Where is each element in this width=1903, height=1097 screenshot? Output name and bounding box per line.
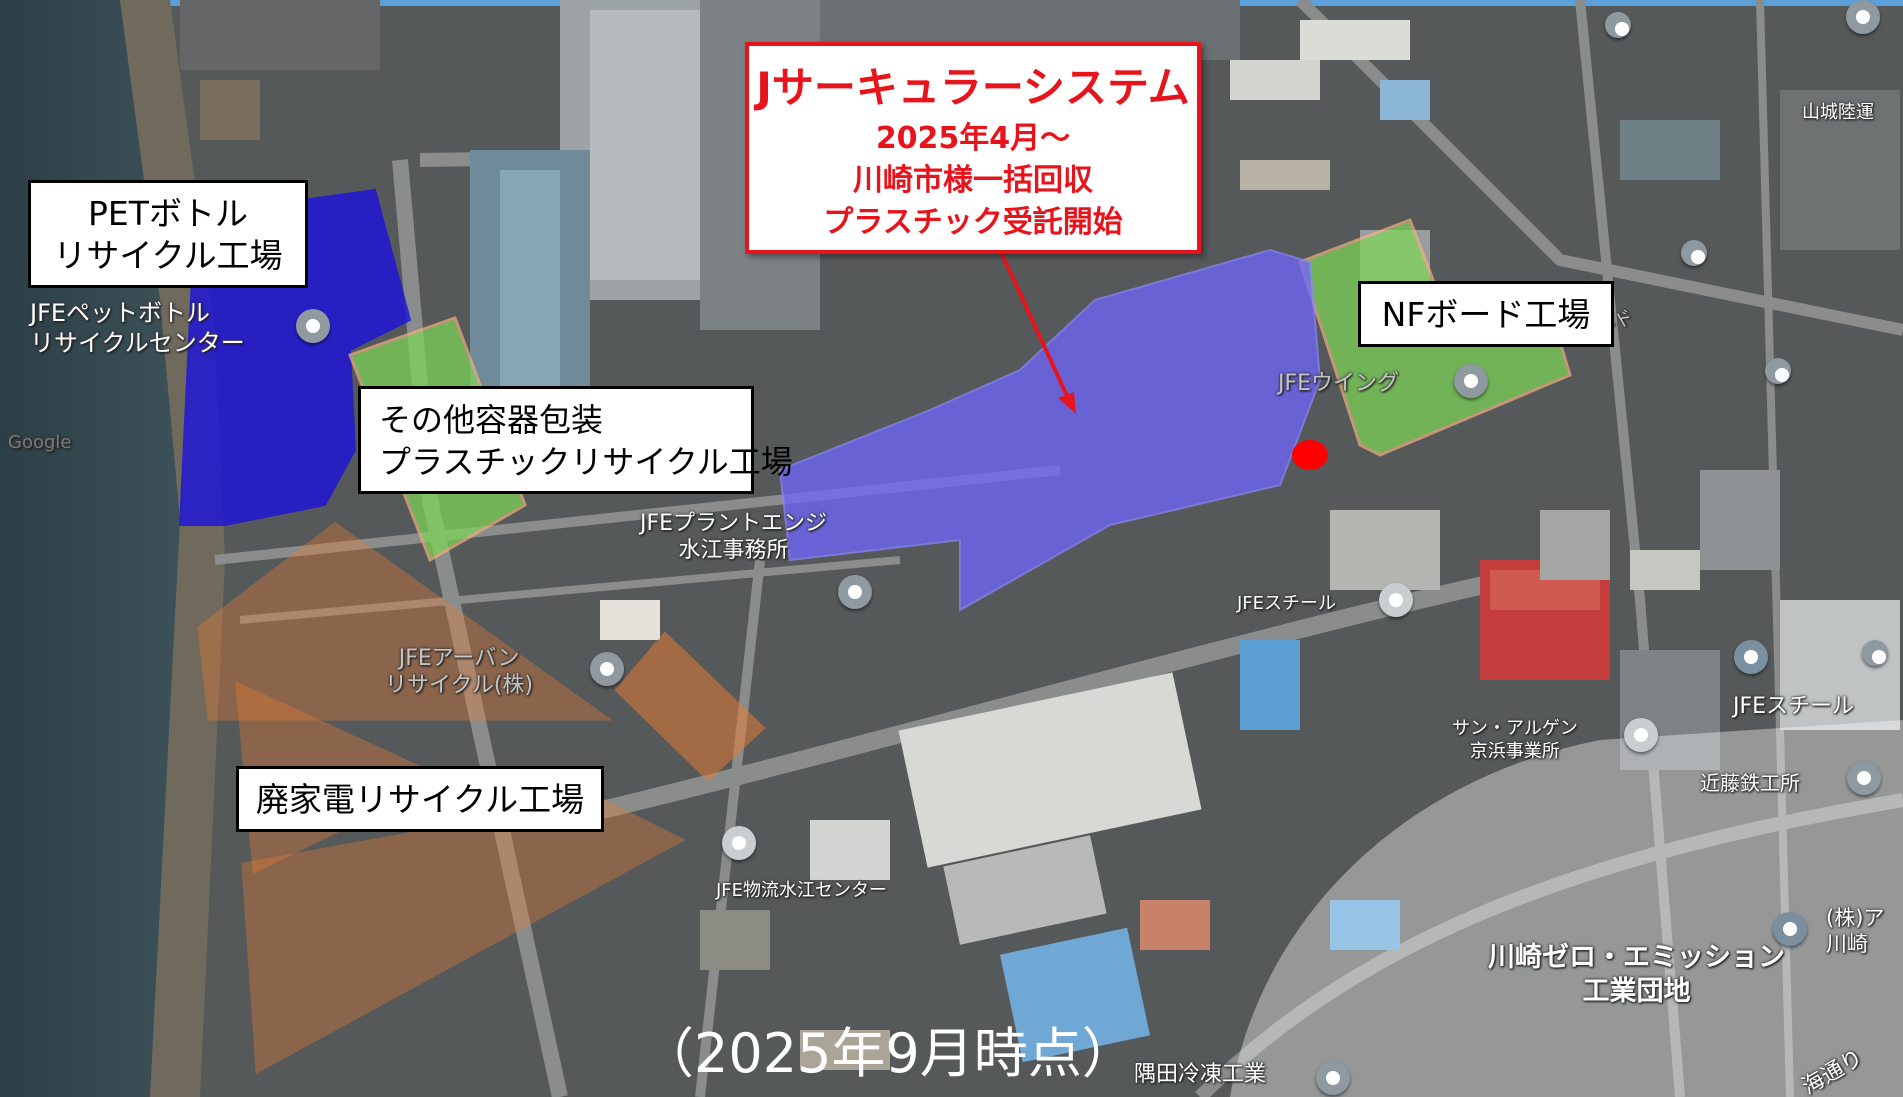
label-jfe-pet-line1: JFEペットボトル <box>30 299 211 327</box>
other-packaging-callout: その他容器包装 プラスチックリサイクル工場 <box>358 386 793 494</box>
label-jfe-logistics-text: JFE物流水江センター <box>716 880 888 901</box>
label-sun-arugen-line2: 京浜事業所 <box>1469 741 1560 762</box>
label-jfe-urban-line1: JFEアーバン <box>398 646 520 671</box>
headline-callout: Jサーキュラーシステム 2025年4月～ 川崎市様一括回収 プラスチック受託開始 <box>745 42 1201 254</box>
map-pin-icon[interactable] <box>1454 364 1488 398</box>
label-yamashiro-text: 山城陸運 <box>1802 102 1874 123</box>
label-kabu-line1: (株)ア <box>1826 906 1885 930</box>
zero-emission-area-overlay <box>1230 720 1903 1097</box>
google-watermark-text: Google <box>8 432 72 453</box>
headline-start: プラスチック受託開始 <box>823 205 1123 240</box>
map-pin-icon[interactable] <box>1316 1061 1350 1095</box>
nf-board-callout: NFボード工場 <box>1358 281 1614 347</box>
appliance-callout-line1: 廃家電リサイクル工場 <box>255 780 585 819</box>
map-pin-icon[interactable] <box>722 826 756 860</box>
as-of-caption: （2025年9月時点） <box>640 1022 1136 1085</box>
label-jfe-logistics: JFE物流水江センター <box>716 880 887 902</box>
label-kondo-text: 近藤鉄工所 <box>1700 771 1800 795</box>
label-zero-emission: 川崎ゼロ・エミッション 工業団地 <box>1488 941 1785 1009</box>
label-sun-arugen: サン・アルゲン 京浜事業所 <box>1452 717 1578 763</box>
headline-title: Jサーキュラーシステム <box>756 63 1190 112</box>
label-kabu-line2: 川崎 <box>1826 932 1868 956</box>
label-jfe-steel: JFEスチール <box>1237 593 1336 615</box>
pet-bottle-callout: PETボトル リサイクル工場 <box>28 180 308 288</box>
label-jfe-pet: JFEペットボトル リサイクルセンター <box>30 298 245 358</box>
label-jfe-plant-line1: JFEプラントエンジ <box>640 511 828 536</box>
label-jfe-urban: JFEアーバン リサイクル(株) <box>385 645 533 699</box>
map-pin-icon[interactable] <box>1624 718 1658 752</box>
map-pin-icon[interactable] <box>1846 0 1880 34</box>
label-sumida: 隅田冷凍工業 <box>1134 1064 1266 1086</box>
label-zero-emission-line1: 川崎ゼロ・エミッション <box>1488 942 1785 973</box>
map-pin-icon[interactable] <box>590 652 624 686</box>
label-jfe-steel-2-text: JFEスチール <box>1733 694 1855 719</box>
bus-stop-icon[interactable] <box>1605 12 1631 38</box>
label-jfe-wing: JFEウイング <box>1278 373 1399 395</box>
label-kabu: (株)ア 川崎 <box>1826 905 1884 957</box>
pet-bottle-callout-line1: PETボトル <box>88 194 248 233</box>
label-jfe-plant: JFEプラントエンジ 水江事務所 <box>640 510 827 564</box>
label-jfe-plant-line2: 水江事務所 <box>678 538 789 563</box>
map-pin-icon[interactable] <box>838 575 872 609</box>
map-pin-icon[interactable] <box>296 309 330 343</box>
map-pin-icon[interactable] <box>1379 583 1413 617</box>
pet-bottle-callout-line2: リサイクル工場 <box>53 236 283 275</box>
label-jfe-steel-text: JFEスチール <box>1237 593 1337 614</box>
map-pin-icon[interactable] <box>1847 761 1881 795</box>
map-pin-icon[interactable] <box>1734 640 1768 674</box>
headline-date: 2025年4月～ <box>875 121 1071 156</box>
label-kondo: 近藤鉄工所 <box>1700 772 1800 794</box>
label-yamashiro: 山城陸運 <box>1802 102 1874 124</box>
label-sun-arugen-line1: サン・アルゲン <box>1452 718 1578 739</box>
bus-stop-icon[interactable] <box>1862 640 1888 666</box>
other-packaging-callout-line2: プラスチックリサイクル工場 <box>379 443 793 481</box>
nf-board-callout-line1: NFボード工場 <box>1381 295 1591 334</box>
map-pin-icon[interactable] <box>1773 912 1807 946</box>
appliance-callout: 廃家電リサイクル工場 <box>236 766 604 832</box>
label-jfe-pet-line2: リサイクルセンター <box>30 329 245 357</box>
label-jfe-urban-line2: リサイクル(株) <box>385 673 534 698</box>
other-packaging-callout-line1: その他容器包装 <box>379 401 604 439</box>
label-zero-emission-line2: 工業団地 <box>1582 976 1691 1007</box>
bus-stop-icon[interactable] <box>1681 240 1707 266</box>
label-jfe-wing-text: JFEウイング <box>1278 371 1400 396</box>
label-jfe-steel-2: JFEスチール <box>1733 696 1854 718</box>
google-watermark: Google <box>8 432 71 454</box>
headline-collection: 川崎市様一括回収 <box>853 163 1093 198</box>
pointer-arrow <box>998 249 1076 414</box>
bus-stop-icon[interactable] <box>1765 358 1791 384</box>
label-sumida-text: 隅田冷凍工業 <box>1134 1062 1267 1087</box>
red-dot-marker[interactable] <box>1292 440 1328 470</box>
appliance-zone-4[interactable] <box>614 631 766 782</box>
appliance-zone-1[interactable] <box>197 521 613 721</box>
j-circular-zone[interactable] <box>778 248 1322 612</box>
